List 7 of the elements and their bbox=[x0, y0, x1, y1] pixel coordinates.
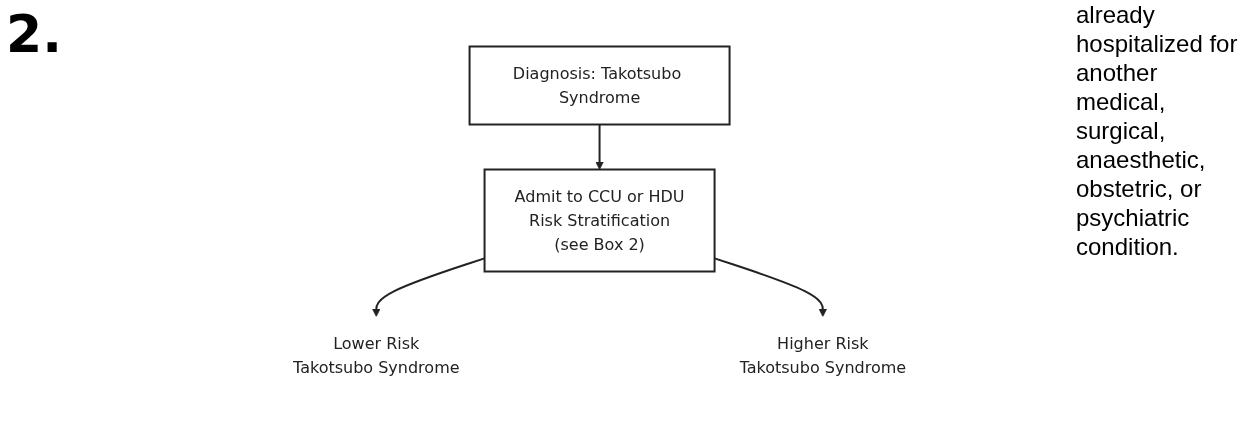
node-text: Lower Risk Takotsubo Syndrome bbox=[293, 333, 460, 377]
node-box: Admit to CCU or HDU Risk Stratification (see Box 2) bbox=[484, 168, 716, 273]
node-box: Diagnosis: Takotsubo Syndrome bbox=[469, 45, 731, 126]
figure-number: 2. bbox=[6, 4, 62, 64]
note-text: already hospitalized for another medical, surgical, anaesthetic, obstetric, or psychiatric condition. bbox=[1076, 0, 1239, 261]
node-text: Higher Risk Takotsubo Syndrome bbox=[740, 333, 907, 377]
arrow bbox=[595, 123, 605, 170]
